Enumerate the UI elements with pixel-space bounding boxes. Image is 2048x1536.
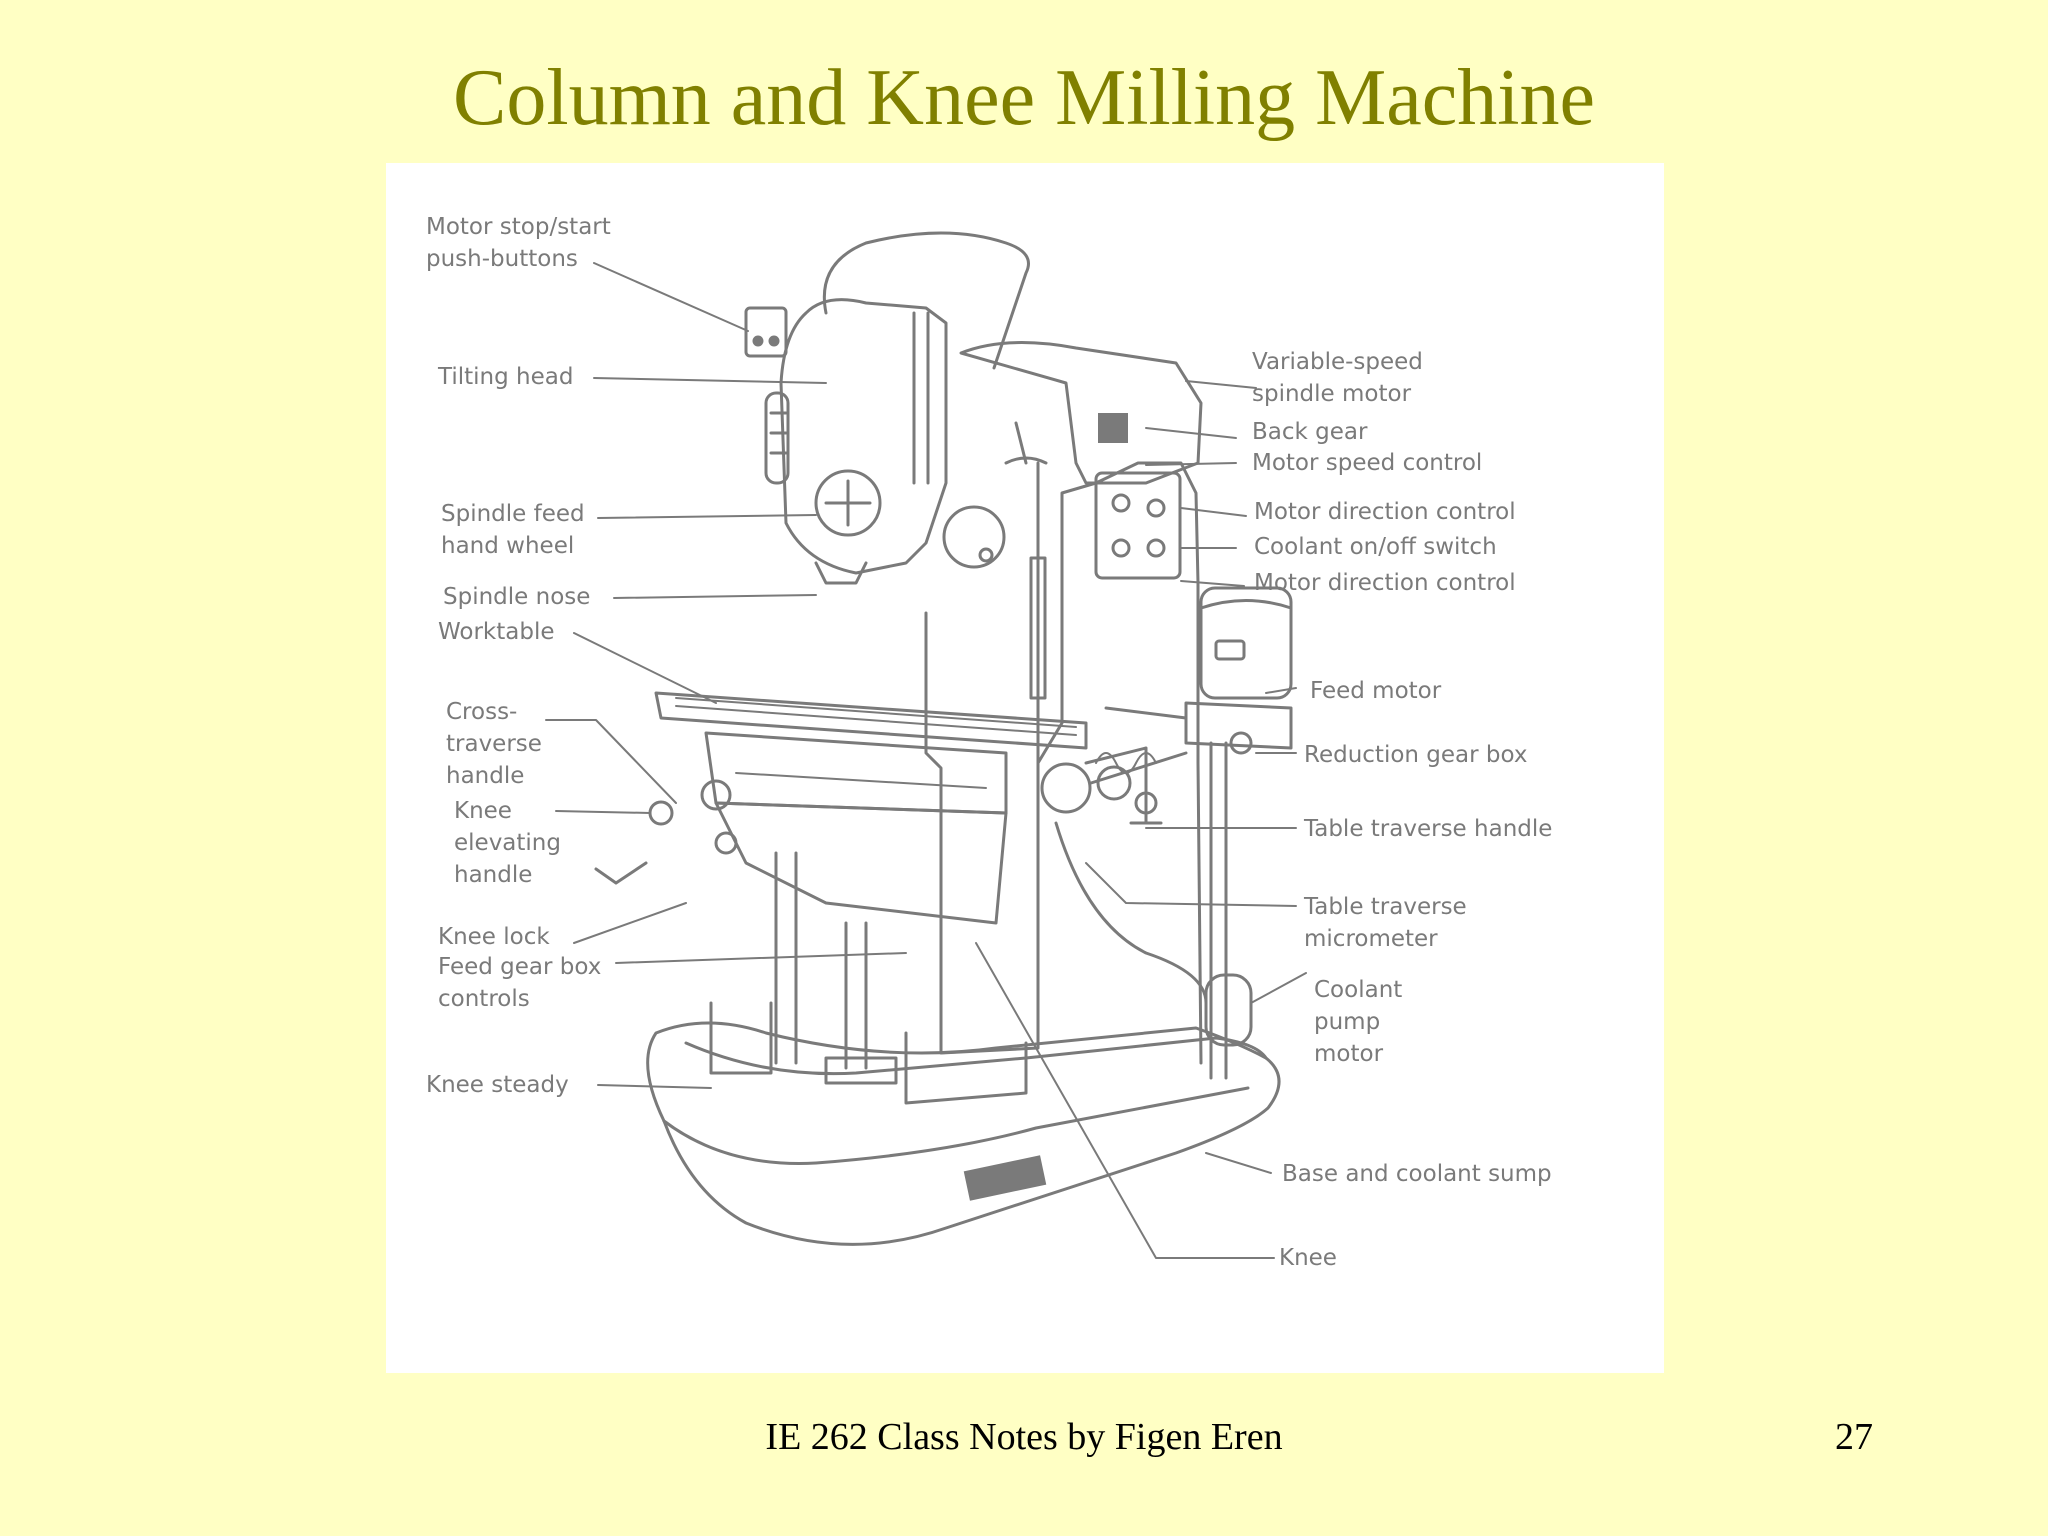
motor-cable (822, 231, 1030, 370)
label-table-traverse-micrometer: Table traverse micrometer (1304, 894, 1467, 952)
label-knee-elevating-handle: Knee elevating handle (454, 798, 561, 888)
head-slot (912, 311, 930, 485)
label-knee: Knee (1279, 1245, 1337, 1271)
label-worktable: Worktable (438, 619, 555, 645)
speed-lever (1004, 421, 1048, 465)
knee-body (714, 801, 1008, 925)
worktable-slots (675, 697, 1077, 736)
knee-elevating-crank (594, 861, 648, 885)
label-spindle-nose: Spindle nose (443, 584, 591, 610)
back-gear-knob (942, 505, 1006, 569)
pedestal (904, 1031, 1028, 1105)
screw-center (844, 921, 868, 1070)
base-inner-rim (684, 1036, 1268, 1076)
label-back-gear: Back gear (1252, 419, 1368, 445)
coolant-pipe (1209, 741, 1228, 1080)
spindle-nose (814, 561, 868, 585)
control-panel (1094, 471, 1182, 580)
head-slot-left (764, 391, 790, 485)
back-gear-block (1098, 413, 1128, 443)
label-knee-lock: Knee lock (438, 924, 550, 950)
footer-text: IE 262 Class Notes by Figen Eren (765, 1416, 1283, 1458)
label-knee-steady: Knee steady (426, 1072, 569, 1098)
coil-spring (1095, 752, 1157, 774)
spindle-motor-housing (959, 341, 1203, 485)
label-variable-speed-spindle-motor: Variable-speed spindle motor (1252, 349, 1423, 407)
reduction-gear-box (1184, 701, 1293, 750)
diagram-figure: Motor stop/start push-buttons Tilting he… (386, 163, 1664, 1373)
label-table-traverse-handle: Table traverse handle (1304, 816, 1553, 842)
knee-front-lines (735, 772, 987, 789)
label-motor-speed-control: Motor speed control (1252, 450, 1483, 476)
label-motor-direction-control-1: Motor direction control (1254, 499, 1516, 525)
base-outline (646, 1021, 1281, 1246)
base-grille (963, 1155, 1047, 1201)
label-base-and-coolant-sump: Base and coolant sump (1282, 1161, 1552, 1187)
worktable-top (654, 691, 1088, 750)
cross-traverse-knob (700, 779, 732, 811)
spindle-hand-wheel (814, 469, 882, 537)
table-handle-knob (1134, 791, 1158, 815)
label-cross-traverse-handle: Cross- traverse handle (446, 699, 542, 789)
milling-machine-drawing (545, 231, 1307, 1259)
slide-title: Column and Knee Milling Machine (452, 54, 1596, 142)
page-number: 27 (1835, 1416, 1873, 1458)
column-outline (924, 461, 1203, 1065)
label-feed-gear-box-controls: Feed gear box controls (438, 954, 602, 1012)
label-motor-stop-start: Motor stop/start push-buttons (426, 214, 611, 272)
base-lower-edge (662, 1086, 1250, 1165)
label-motor-direction-control-2: Motor direction control (1254, 570, 1516, 596)
label-spindle-feed-hand-wheel: Spindle feed hand wheel (441, 501, 585, 559)
table-traverse-handle (1084, 746, 1163, 825)
screw-base (824, 1056, 898, 1085)
label-coolant-switch: Coolant on/off switch (1254, 534, 1497, 560)
feed-motor (1199, 586, 1293, 700)
label-coolant-pump-motor: Coolant pump motor (1314, 977, 1403, 1067)
coolant-pump-motor (1204, 973, 1253, 1047)
knee-steady (709, 1001, 773, 1075)
coolant-hose (1054, 821, 1208, 1005)
leader-lines (545, 262, 1307, 1259)
knee-elevating-ball (648, 800, 674, 826)
table-micrometer (1040, 762, 1092, 814)
label-reduction-gear-box: Reduction gear box (1304, 742, 1528, 768)
column-gauge (1029, 556, 1047, 700)
push-button-box (744, 306, 788, 358)
label-feed-motor: Feed motor (1310, 678, 1442, 704)
label-tilting-head: Tilting head (438, 364, 574, 390)
feed-shaft (1089, 706, 1188, 785)
